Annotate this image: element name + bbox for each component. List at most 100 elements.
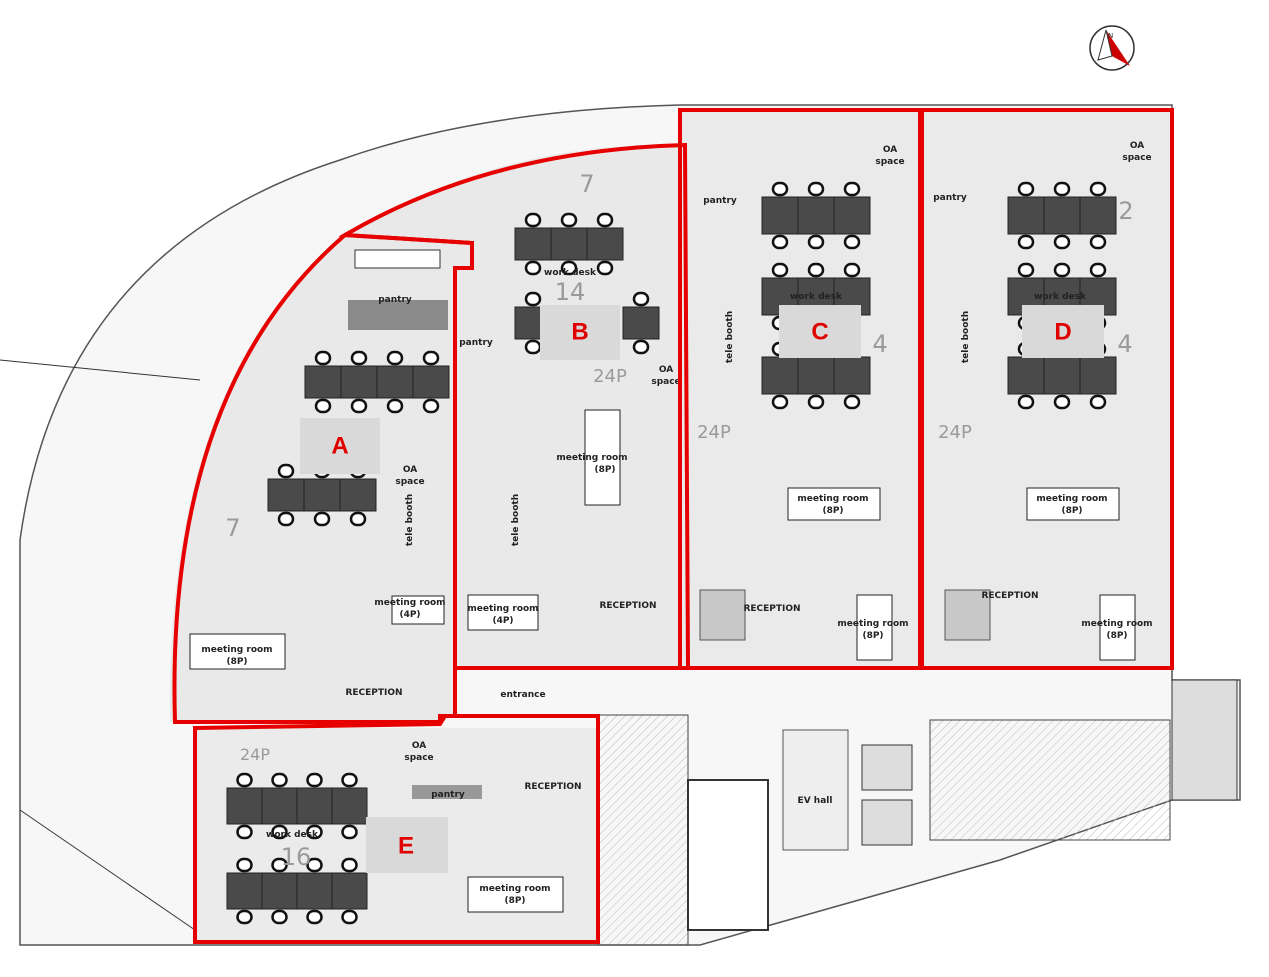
chair bbox=[1053, 394, 1071, 410]
capacity-number: 24P bbox=[697, 422, 731, 443]
work-desk-label: work desk bbox=[790, 292, 843, 302]
desk bbox=[267, 478, 305, 512]
chair bbox=[306, 857, 323, 873]
stairwell bbox=[687, 779, 769, 931]
chair bbox=[524, 260, 542, 276]
chair bbox=[596, 212, 614, 228]
oa-label: OA bbox=[1130, 141, 1144, 151]
desk bbox=[833, 196, 871, 235]
chair bbox=[1017, 181, 1035, 197]
chair bbox=[350, 398, 368, 414]
tele-booth-label: tele booth bbox=[511, 494, 521, 546]
pantry-label: pantry bbox=[378, 295, 412, 305]
chair bbox=[306, 824, 323, 840]
desk bbox=[303, 478, 341, 512]
chair bbox=[596, 260, 614, 276]
chair bbox=[314, 398, 332, 414]
chair bbox=[277, 463, 295, 479]
desk bbox=[622, 306, 660, 340]
desk bbox=[1007, 356, 1045, 395]
desk bbox=[586, 227, 624, 261]
entrance-label: entrance bbox=[500, 690, 545, 700]
chair bbox=[807, 234, 825, 250]
svg-text:C: C bbox=[811, 319, 828, 346]
zone-label-b[interactable]: B bbox=[540, 305, 620, 360]
svg-text:D: D bbox=[1054, 319, 1071, 346]
capacity-number: 24P bbox=[938, 422, 972, 443]
zone-label-e[interactable]: E bbox=[366, 817, 448, 873]
capacity-number: 2 bbox=[1118, 197, 1133, 225]
oa-space-label: space bbox=[395, 477, 424, 487]
capacity-number: 16 bbox=[281, 843, 312, 871]
zone-e-outline[interactable] bbox=[193, 714, 600, 944]
pantry-label: pantry bbox=[459, 338, 493, 348]
chair bbox=[350, 350, 368, 366]
desk bbox=[331, 787, 368, 825]
reception-label: RECEPTION bbox=[743, 604, 800, 614]
reception-label: RECEPTION bbox=[599, 601, 656, 611]
chair bbox=[271, 857, 288, 873]
chair bbox=[524, 339, 542, 355]
chair bbox=[632, 291, 650, 307]
capacity-number: 7 bbox=[579, 170, 594, 198]
meeting-room-capacity: (8P) bbox=[226, 657, 247, 667]
desk bbox=[1043, 196, 1081, 235]
chair bbox=[843, 262, 861, 278]
desk bbox=[797, 356, 835, 395]
oa-space-label: space bbox=[651, 377, 680, 387]
meeting-room-label: meeting room bbox=[797, 494, 868, 504]
capacity-number: 4 bbox=[872, 330, 887, 358]
stairwell bbox=[1171, 679, 1238, 801]
desk bbox=[797, 196, 835, 235]
chair bbox=[422, 398, 440, 414]
zone-b-outline[interactable] bbox=[338, 142, 691, 670]
desk bbox=[1079, 196, 1117, 235]
chair bbox=[807, 394, 825, 410]
chair bbox=[277, 511, 295, 527]
reception-label: RECEPTION bbox=[524, 782, 581, 792]
meeting-tables bbox=[189, 249, 1136, 913]
chair bbox=[271, 772, 288, 788]
chair bbox=[341, 824, 358, 840]
chair bbox=[236, 772, 253, 788]
zone-outlines bbox=[172, 108, 1174, 944]
chair bbox=[271, 824, 288, 840]
meeting-room-label: meeting room bbox=[556, 453, 627, 463]
capacity-number: 24P bbox=[240, 745, 270, 764]
capacity-number: 14 bbox=[555, 278, 586, 306]
zone-label-c[interactable]: C bbox=[779, 305, 861, 358]
chair bbox=[313, 511, 331, 527]
desk bbox=[340, 365, 378, 399]
chair bbox=[524, 291, 542, 307]
chair bbox=[386, 398, 404, 414]
meeting-room-capacity: (4P) bbox=[399, 610, 420, 620]
chair bbox=[236, 857, 253, 873]
meeting-room-capacity: (8P) bbox=[1106, 631, 1127, 641]
meeting-room-label: meeting room bbox=[374, 598, 445, 608]
meeting-room-label: meeting room bbox=[1036, 494, 1107, 504]
chair bbox=[236, 909, 253, 925]
meeting-room-capacity: (8P) bbox=[504, 896, 525, 906]
chair bbox=[1053, 262, 1071, 278]
zone-label-d[interactable]: D bbox=[1022, 305, 1104, 358]
chair bbox=[1017, 234, 1035, 250]
meeting-room-capacity: (8P) bbox=[822, 506, 843, 516]
desk bbox=[304, 365, 342, 399]
chair bbox=[341, 857, 358, 873]
desk bbox=[376, 365, 414, 399]
desk bbox=[1043, 356, 1081, 395]
meeting-room-capacity: (8P) bbox=[862, 631, 883, 641]
chair bbox=[1089, 262, 1107, 278]
chair bbox=[306, 909, 323, 925]
desk-layer bbox=[226, 181, 1117, 925]
capacity-number: 24P bbox=[593, 366, 627, 387]
meeting-room-label: meeting room bbox=[479, 884, 550, 894]
north-arrow-icon: N bbox=[1089, 25, 1135, 71]
meeting-room-capacity: (8P) bbox=[594, 465, 615, 475]
oa-space-label: space bbox=[1122, 153, 1151, 163]
chair bbox=[771, 181, 789, 197]
zone-d-outline[interactable] bbox=[920, 108, 1174, 670]
zone-label-a[interactable]: A bbox=[300, 418, 380, 474]
pantry-label: pantry bbox=[933, 193, 967, 203]
